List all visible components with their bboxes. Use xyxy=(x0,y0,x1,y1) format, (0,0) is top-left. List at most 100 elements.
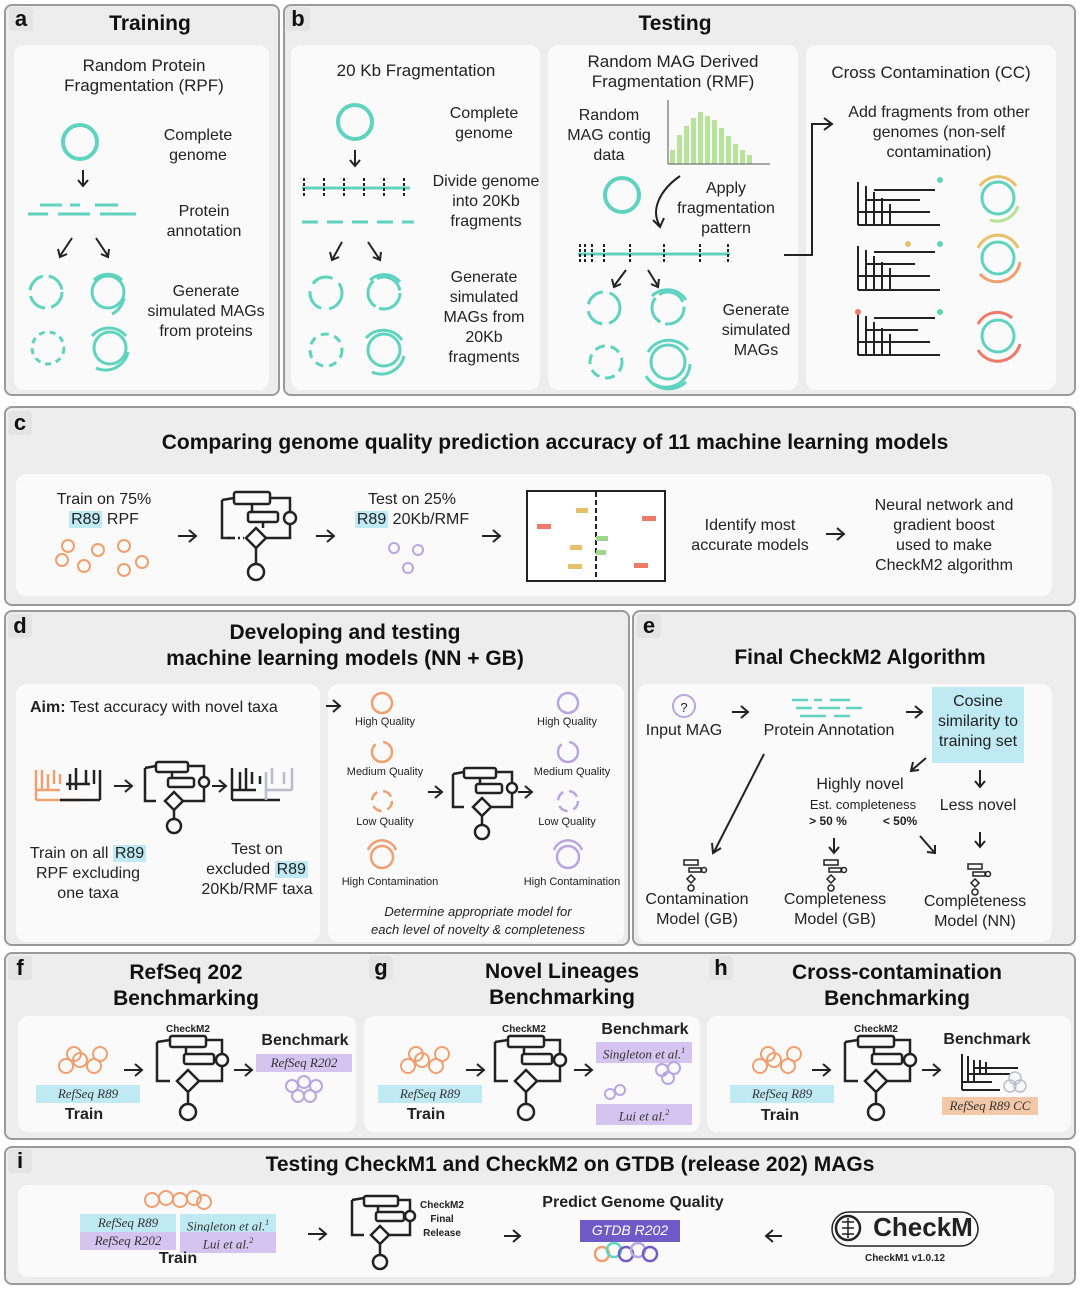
test-25-label: Test on 25% R89 20Kb/RMF xyxy=(354,491,470,528)
panel-a-letter: a xyxy=(9,7,33,31)
panel-d-title: Developing and testing machine learning … xyxy=(166,621,524,670)
rmf-title: Random MAG Derived Fragmentation (RMF) xyxy=(587,52,759,91)
g-train-label: Train xyxy=(406,1106,446,1123)
protein-fragments xyxy=(28,203,136,216)
g-benchmark-label: Benchmark xyxy=(601,1021,689,1038)
frag20-title: 20 Kb Fragmentation xyxy=(336,61,496,80)
panel-f-letter: f xyxy=(8,956,32,980)
frag20-generate: Generate simulated MAGs from 20Kb fragme… xyxy=(443,269,525,366)
train-all-label: Train on all R89 RPF excluding one taxa xyxy=(29,845,147,902)
h-benchmark-label: Benchmark xyxy=(943,1031,1031,1048)
panel-c-letter: c xyxy=(8,411,32,435)
complete-genome-label: Complete genome xyxy=(163,127,233,164)
f-checkm2-label: CheckM2 xyxy=(166,1024,210,1035)
panel-d-letter: d xyxy=(8,614,32,638)
generate-mags-label: Generate simulated MAGs from proteins xyxy=(147,283,265,340)
rmf-apply: Apply fragmentation pattern xyxy=(677,180,775,237)
question-mark: ? xyxy=(680,700,688,715)
h-checkm2-label: CheckM2 xyxy=(854,1024,898,1035)
highly-novel-label: Highly novel xyxy=(816,776,904,793)
input-mag-icon xyxy=(672,694,696,718)
h-train-label: Train xyxy=(760,1107,800,1124)
g-checkm2-label: CheckM2 xyxy=(502,1024,546,1035)
panel-b-letter: b xyxy=(286,7,310,31)
checkm2-final-label: CheckM2 Final Release xyxy=(420,1200,464,1239)
est-completeness-label: Est. completeness xyxy=(809,797,917,812)
rpf-title: Random Protein Fragmentation (RPF) xyxy=(64,56,224,95)
panel-c-title: Comparing genome quality prediction accu… xyxy=(161,431,949,454)
i-tag-refseq202: RefSeq R202 xyxy=(80,1232,176,1250)
f-train-tag: RefSeq R89 xyxy=(36,1085,140,1103)
frag20-box xyxy=(291,45,540,390)
panel-e-letter: e xyxy=(637,614,661,638)
quality-right-2: Low Quality xyxy=(538,816,596,828)
g-train-tag: RefSeq R89 xyxy=(378,1085,482,1103)
panel-a-title: Training xyxy=(109,12,191,35)
f-train-label: Train xyxy=(64,1106,104,1123)
completeness-nn-label: Completeness Model (NN) xyxy=(923,893,1027,930)
h-bench-tag: RefSeq R89 CC xyxy=(942,1097,1038,1115)
rmf-generate: Generate simulated MAGs xyxy=(721,302,791,359)
panel-d-quality-box xyxy=(328,684,624,942)
panel-h-title: Cross-contamination Benchmarking xyxy=(791,961,1003,1010)
panel-g-letter: g xyxy=(369,956,393,980)
cosine-box: Cosine similarity to training set xyxy=(932,687,1024,763)
cc-title: Cross Contamination (CC) xyxy=(831,63,1031,82)
lt50-label: < 50% xyxy=(882,814,918,828)
aim-text: Aim: Test accuracy with novel taxa xyxy=(30,699,278,716)
panel-f-title: RefSeq 202 Benchmarking xyxy=(113,961,259,1010)
identify-label: Identify most accurate models xyxy=(691,517,809,554)
f-benchmark-label: Benchmark xyxy=(261,1032,349,1049)
panel-b-title: Testing xyxy=(638,12,712,35)
quality-right-3: High Contamination xyxy=(523,876,621,888)
checkm-version: CheckM1 v1.0.12 xyxy=(864,1253,946,1264)
panel-d-aim-box xyxy=(16,684,320,942)
train-75-label: Train on 75% R89 RPF xyxy=(56,491,152,528)
determine-label: Determine appropriate model for each lev… xyxy=(371,904,585,937)
checkm-logo-text: CheckM xyxy=(873,1212,973,1242)
gt50-label: > 50 % xyxy=(809,814,847,828)
panel-a-inner xyxy=(14,45,269,390)
quality-left-3: High Contamination xyxy=(341,876,439,888)
protein-annotation-e: Protein Annotation xyxy=(763,722,895,739)
h-train-tag: RefSeq R89 xyxy=(730,1085,834,1103)
panel-i-letter: i xyxy=(8,1149,32,1173)
input-mag-label: Input MAG xyxy=(645,722,723,739)
panel-i-title: Testing CheckM1 and CheckM2 on GTDB (rel… xyxy=(265,1153,875,1176)
test-excluded-label: Test on excluded R89 20Kb/RMF taxa xyxy=(201,841,313,898)
frag20-divide: Divide genome into 20Kb fragments xyxy=(432,173,540,230)
i-tag-singleton: Singleton et al.1 xyxy=(180,1214,276,1236)
rmf-box xyxy=(548,45,798,390)
gtdb-tag: GTDB R202 xyxy=(580,1220,680,1242)
quality-left-1: Medium Quality xyxy=(346,766,424,778)
predict-label: Predict Genome Quality xyxy=(542,1194,724,1211)
quality-right-1: Medium Quality xyxy=(533,766,611,778)
less-novel-label: Less novel xyxy=(939,797,1017,814)
i-tag-lui: Lui et al.2 xyxy=(180,1232,276,1254)
protein-annotation-label: Protein annotation xyxy=(166,203,242,240)
rmf-contig-data: Random MAG contig data xyxy=(567,107,651,164)
g-bench-tag-2: Lui et al.2 xyxy=(596,1104,692,1126)
cc-add: Add fragments from other genomes (non-se… xyxy=(848,104,1030,161)
checkm-logo-icon xyxy=(834,1214,862,1242)
g-bench-tag-1: Singleton et al.1 xyxy=(596,1042,692,1064)
neural-label: Neural network and gradient boost used t… xyxy=(874,497,1014,574)
quality-left-2: Low Quality xyxy=(356,816,414,828)
quality-right-0: High Quality xyxy=(537,716,597,728)
panel-e-title: Final CheckM2 Algorithm xyxy=(734,646,986,669)
quality-left-0: High Quality xyxy=(355,716,415,728)
genome-circle xyxy=(61,123,99,161)
ml-flowchart-icon xyxy=(220,490,298,582)
panel-g-title: Novel Lineages Benchmarking xyxy=(484,960,640,1009)
completeness-gb-label: Completeness Model (GB) xyxy=(783,891,887,928)
f-bench-tag: RefSeq R202 xyxy=(256,1054,352,1072)
panel-h-letter: h xyxy=(709,956,733,980)
model-icons xyxy=(683,859,992,896)
i-tag-refseq89: RefSeq R89 xyxy=(80,1214,176,1232)
